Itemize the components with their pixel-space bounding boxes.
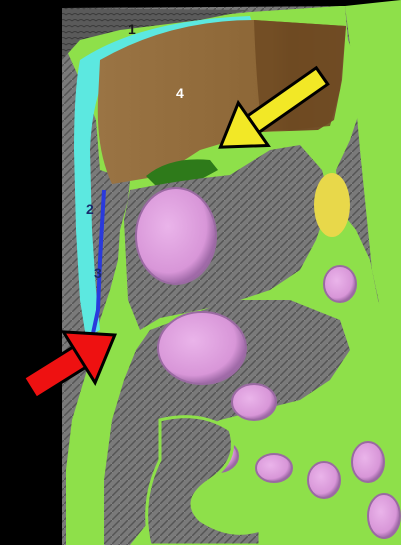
bowel-loop-8 [352, 442, 384, 482]
bowel-loop-small [324, 266, 356, 302]
bowel-loop-center [158, 312, 246, 384]
bowel-loop-large [136, 188, 216, 284]
bowel-loop-7 [308, 462, 340, 498]
fat-pad [314, 173, 350, 237]
label-3: 1 [128, 21, 136, 37]
bowel-loop-9 [368, 494, 400, 538]
label-4: 4 [176, 85, 184, 101]
bowel-loop-6 [256, 454, 292, 482]
label-2: 3 [94, 265, 102, 281]
bowel-loop-4 [232, 384, 276, 420]
label-1: 2 [86, 201, 94, 217]
